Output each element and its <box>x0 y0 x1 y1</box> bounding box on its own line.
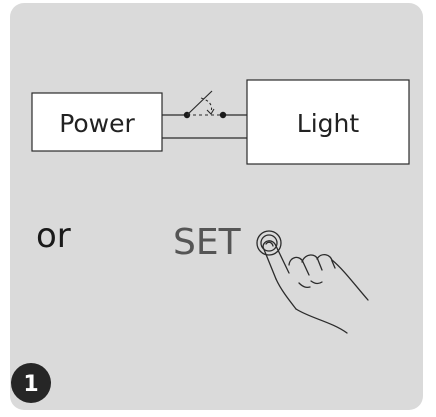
hand-press-icon <box>256 230 369 334</box>
power-box: Power <box>31 92 163 152</box>
light-label: Light <box>297 109 360 138</box>
wires <box>162 114 247 139</box>
set-label: SET <box>173 222 242 263</box>
step-number: 1 <box>23 372 38 397</box>
light-box: Light <box>246 79 410 165</box>
power-label: Power <box>59 109 135 138</box>
instruction-panel <box>10 3 423 410</box>
switch-icon <box>183 90 227 119</box>
set-button-icon <box>256 230 282 256</box>
step-badge: 1 <box>11 363 51 403</box>
or-label: or <box>36 216 71 256</box>
